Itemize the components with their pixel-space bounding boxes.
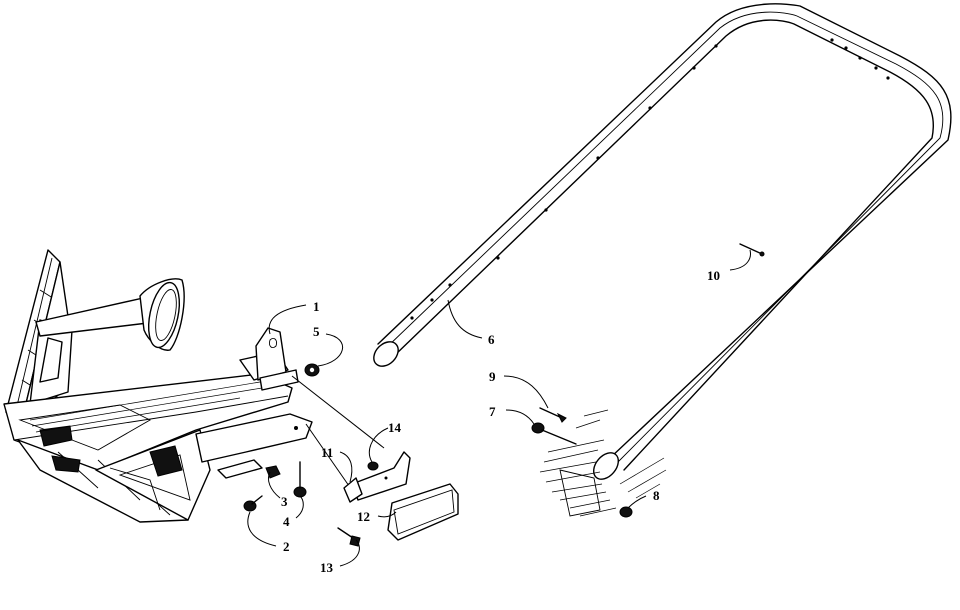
assembly-line-1 xyxy=(291,375,385,449)
leader-1 xyxy=(268,304,307,335)
callout-14: 14 xyxy=(388,420,402,435)
part-6-loop-handle xyxy=(373,3,952,480)
callout-8: 8 xyxy=(653,488,660,503)
part-4-bolt xyxy=(293,461,307,498)
callout-6: 6 xyxy=(488,332,495,347)
part-11-clamp-bracket xyxy=(343,451,411,503)
leader-6 xyxy=(447,299,483,339)
leader-7 xyxy=(505,409,535,425)
leader-11 xyxy=(339,451,353,483)
leader-9 xyxy=(503,375,549,409)
callout-9: 9 xyxy=(489,369,496,384)
part-8-nut xyxy=(619,506,633,518)
callout-10: 10 xyxy=(707,268,720,283)
part-2-bolt xyxy=(243,495,263,512)
leader-13 xyxy=(339,539,360,567)
callout-3: 3 xyxy=(281,494,288,509)
leader-8 xyxy=(627,495,647,509)
light-pod-arm xyxy=(35,278,185,351)
callout-5: 5 xyxy=(313,324,320,339)
leader-5 xyxy=(317,333,344,367)
mounting-plate xyxy=(195,413,313,479)
part-7-bolt xyxy=(531,422,577,445)
callout-11: 11 xyxy=(321,445,333,460)
part-5-bolt xyxy=(304,363,320,377)
part-13-screw xyxy=(337,527,361,547)
part-9-pin xyxy=(539,407,567,423)
leader-10 xyxy=(729,249,751,271)
part-12-reflector xyxy=(387,483,459,541)
leader-14 xyxy=(368,427,389,463)
rail-mount-surface xyxy=(539,409,667,517)
part-1-upright-bracket xyxy=(255,327,299,391)
leader-12 xyxy=(377,511,397,518)
callout-12: 12 xyxy=(357,509,370,524)
part-3-nut xyxy=(265,465,281,479)
callout-13: 13 xyxy=(320,560,334,575)
callout-1: 1 xyxy=(313,299,320,314)
assembly-line-2 xyxy=(305,423,357,497)
part-10-pin xyxy=(739,243,765,257)
part-14-nut xyxy=(367,461,379,471)
leader-4 xyxy=(295,495,304,519)
leader-3 xyxy=(267,471,281,499)
callout-2: 2 xyxy=(283,539,290,554)
leader-2 xyxy=(247,511,277,547)
callout-7: 7 xyxy=(489,404,496,419)
callout-4: 4 xyxy=(283,514,290,529)
